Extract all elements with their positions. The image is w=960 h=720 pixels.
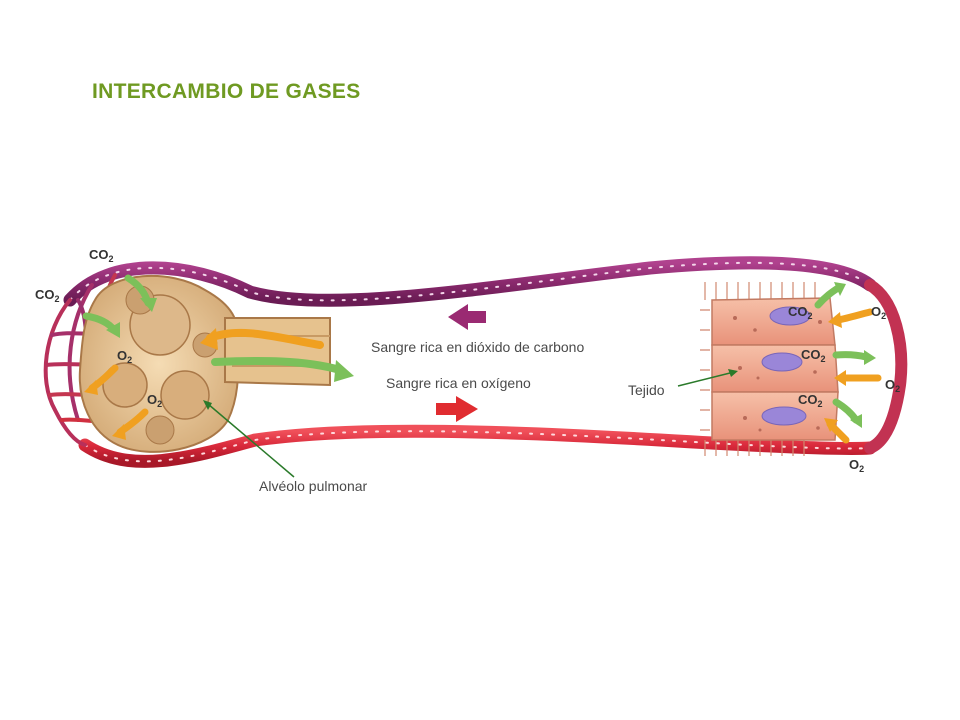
co2-label: CO2 bbox=[788, 304, 813, 321]
o2-flow-arrow bbox=[206, 328, 324, 349]
co2-flow-arrow bbox=[814, 284, 842, 309]
alveolus-label: Alvéolo pulmonar bbox=[259, 478, 368, 494]
direction-arrow-left bbox=[448, 304, 486, 330]
o2-label: O2 bbox=[849, 457, 865, 474]
co2-label: CO2 bbox=[35, 287, 60, 304]
co2-label: CO2 bbox=[798, 392, 823, 409]
o2-label: O2 bbox=[147, 392, 163, 409]
alveolus-pointer-line bbox=[207, 403, 295, 478]
direction-arrow-right bbox=[436, 396, 478, 422]
tissue-pointer-line bbox=[677, 371, 735, 387]
co2-flow-arrow bbox=[211, 356, 344, 374]
co2-flow-arrow bbox=[832, 398, 860, 424]
o2-flow-arrow bbox=[834, 308, 874, 324]
o2-label: O2 bbox=[117, 348, 133, 365]
o2-label: O2 bbox=[885, 377, 901, 394]
o2-rich-blood-label: Sangre rica en oxígeno bbox=[386, 375, 531, 391]
co2-rich-blood-label: Sangre rica en dióxido de carbono bbox=[371, 339, 585, 355]
co2-flow-arrow bbox=[832, 351, 870, 361]
co2-label: CO2 bbox=[801, 347, 826, 364]
tissue-label: Tejido bbox=[628, 382, 665, 398]
tissue-cells bbox=[700, 282, 839, 456]
co2-label: CO2 bbox=[89, 247, 114, 264]
diagram-title: INTERCAMBIO DE GASES bbox=[92, 80, 361, 103]
o2-label: O2 bbox=[871, 304, 887, 321]
tissue-capillary-loop bbox=[864, 279, 908, 454]
